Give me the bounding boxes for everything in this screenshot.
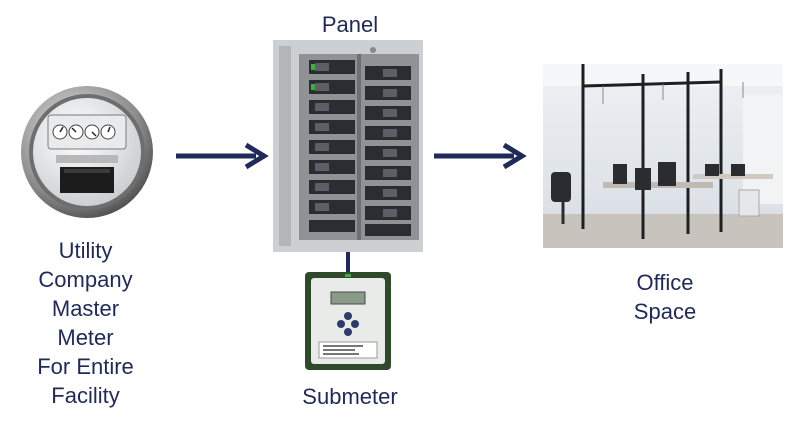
office-space-photo	[543, 64, 783, 248]
office-space-label: Office Space	[610, 268, 720, 326]
office-space-label-line: Office	[610, 268, 720, 297]
utility-meter-label-line: Facility	[8, 381, 163, 410]
electric-meter-photo	[20, 85, 154, 219]
panel-label: Panel	[300, 10, 400, 39]
office-space-label-line: Space	[610, 297, 720, 326]
submeter-label: Submeter	[280, 382, 420, 411]
submeter-device-photo	[305, 272, 391, 370]
utility-meter-label-line: Master	[8, 294, 163, 323]
utility-meter-label-line: For Entire	[8, 352, 163, 381]
breaker-panel-photo	[273, 40, 423, 252]
utility-meter-label-line: Meter	[8, 323, 163, 352]
arrow-panel-to-office	[430, 141, 530, 171]
utility-meter-label-line: Utility	[8, 236, 163, 265]
utility-meter-label: Utility Company Master Meter For Entire …	[8, 236, 163, 410]
utility-meter-label-line: Company	[8, 265, 163, 294]
arrow-meter-to-panel	[172, 141, 272, 171]
